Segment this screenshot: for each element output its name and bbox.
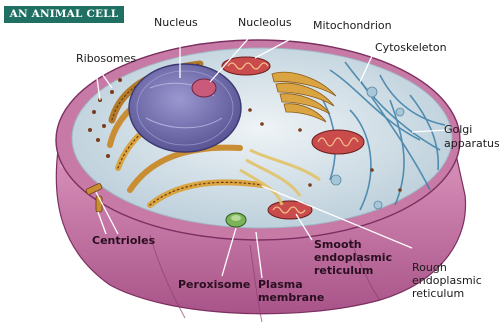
cytoplasm (72, 48, 452, 228)
label-mitochondrion: Mitochondrion (313, 19, 392, 32)
label-ribosomes: Ribosomes (76, 52, 136, 65)
label-smooth-er-line2: endoplasmic (314, 251, 392, 264)
label-peroxisome: Peroxisome (178, 278, 250, 291)
label-plasma-line1: Plasma (258, 278, 303, 291)
label-smooth-er-line3: reticulum (314, 264, 373, 277)
label-cytoskeleton: Cytoskeleton (375, 41, 447, 54)
label-golgi-line1: Golgi (444, 123, 472, 136)
peroxisome (226, 213, 246, 227)
nucleolus (192, 79, 216, 97)
diagram-title: AN ANIMAL CELL (4, 6, 124, 23)
label-smooth-er-line1: Smooth (314, 238, 362, 251)
label-rough-er-line3: reticulum (412, 287, 464, 300)
label-plasma-line2: membrane (258, 291, 324, 304)
label-nucleus: Nucleus (154, 16, 198, 29)
label-rough-er-line1: Rough (412, 261, 447, 274)
label-centrioles: Centrioles (92, 234, 156, 247)
label-golgi-line2: apparatus (444, 137, 499, 150)
label-rough-er-line2: endoplasmic (412, 274, 482, 287)
label-nucleolus: Nucleolus (238, 16, 292, 29)
nucleus (129, 64, 241, 152)
